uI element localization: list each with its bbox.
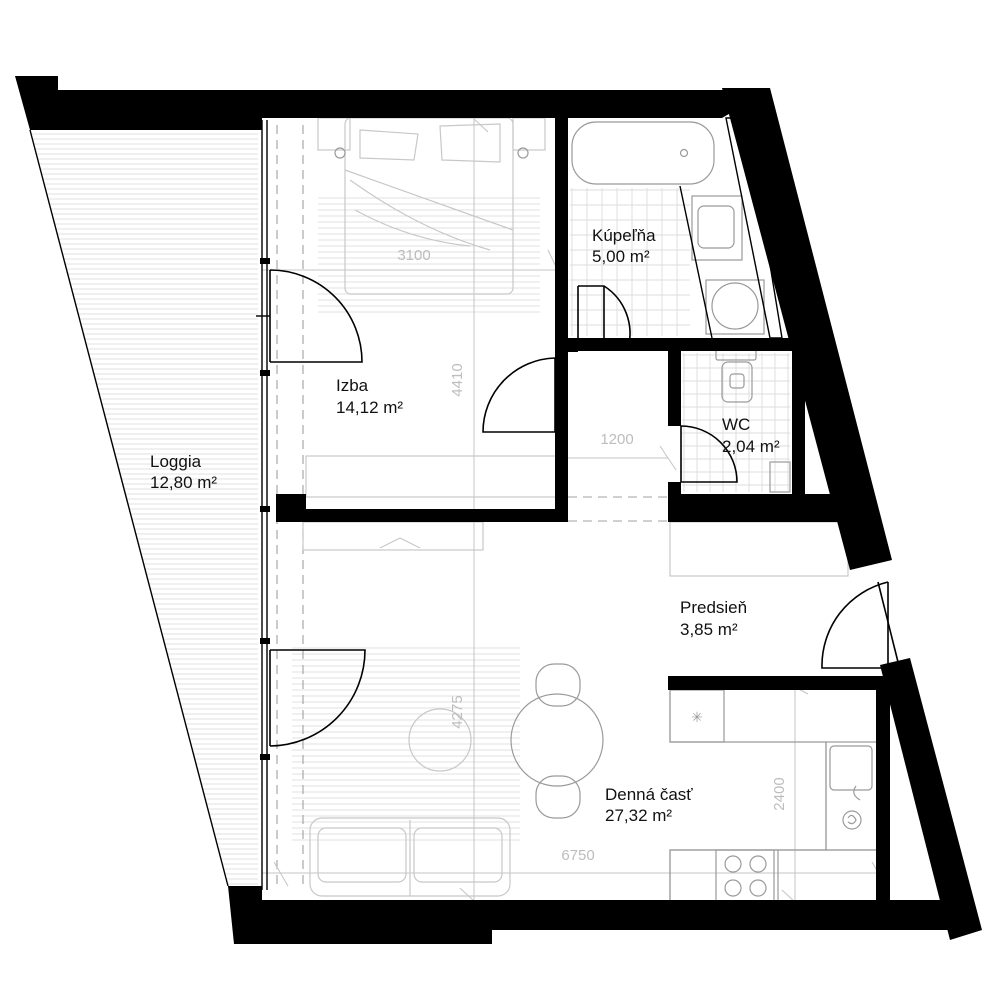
room-name-loggia: Loggia	[150, 452, 202, 471]
dim-izba-depth: 4410	[449, 363, 466, 396]
window-frame	[256, 120, 270, 890]
dim-living-depth: 4275	[449, 695, 466, 728]
room-area-kupelna: 5,00 m²	[592, 247, 650, 266]
dim-living-width: 6750	[561, 847, 594, 864]
room-area-denna: 27,32 m²	[605, 806, 672, 825]
loggia-floor-hatch	[29, 129, 258, 887]
room-area-izba: 14,12 m²	[336, 398, 403, 417]
room-area-loggia: 12,80 m²	[150, 473, 217, 492]
cooktop	[715, 849, 775, 903]
room-name-predsien: Predsieň	[680, 598, 747, 617]
doors	[269, 269, 899, 747]
kitchen-tap-icon	[842, 785, 862, 830]
room-area-predsien: 3,85 m²	[680, 620, 738, 639]
room-name-kupelna: Kúpeľňa	[592, 226, 656, 245]
bathtub	[571, 121, 715, 185]
room-name-izba: Izba	[336, 376, 369, 395]
walls	[15, 76, 982, 944]
dim-corridor-width: 1200	[600, 431, 633, 448]
svg-text:✳: ✳	[691, 710, 703, 726]
shaft-lines	[679, 117, 783, 339]
sofa	[309, 817, 511, 897]
kitchen-sink	[829, 745, 873, 791]
bathroom-sink	[691, 195, 743, 261]
hall-wardrobe	[669, 521, 849, 577]
room-area-wc: 2,04 m²	[722, 437, 780, 456]
tv-unit	[302, 521, 484, 551]
double-bed	[317, 117, 546, 295]
dimension-lines	[262, 105, 887, 915]
dining-table	[510, 663, 604, 819]
dim-izba-width: 3100	[397, 247, 430, 264]
washing-machine	[705, 279, 765, 335]
wc-hand-basin	[769, 461, 791, 493]
room-name-denna: Denná časť	[605, 785, 693, 804]
dim-kitchen-length: 2400	[771, 777, 788, 810]
living-rug	[292, 647, 520, 841]
room-name-wc: WC	[722, 415, 750, 434]
side-table	[408, 708, 472, 772]
pattern-line	[29, 129, 229, 887]
bedroom-wardrobe	[305, 455, 557, 498]
